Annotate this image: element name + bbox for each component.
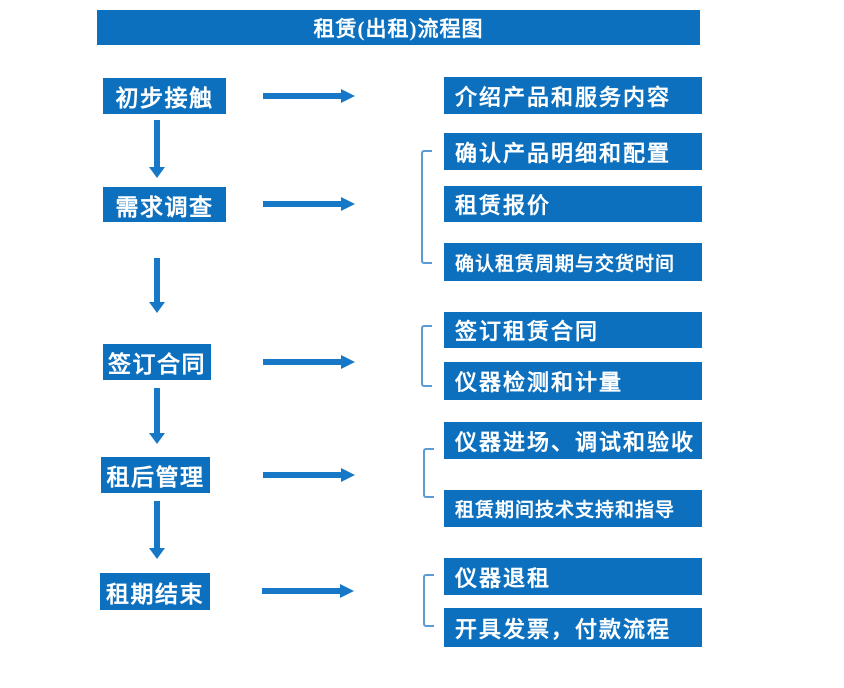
step-box-lease-end: 租期结束 — [100, 573, 210, 610]
arrow-down-4 — [149, 501, 165, 559]
diagram-title: 租赁(出租)流程图 — [97, 10, 700, 45]
step-box-post-rental-management: 租后管理 — [101, 457, 210, 493]
arrow-right-post-rental — [263, 468, 355, 482]
arrow-shaft — [154, 258, 160, 302]
arrow-head-icon — [341, 468, 355, 482]
bracket-demand-survey-group — [421, 150, 432, 264]
arrow-shaft — [263, 472, 341, 478]
arrow-down-3 — [149, 388, 165, 444]
detail-box-introduce-products: 介绍产品和服务内容 — [444, 77, 702, 114]
detail-box-rental-tech-support: 租赁期间技术支持和指导 — [444, 490, 702, 527]
arrow-head-icon — [149, 302, 165, 313]
arrow-right-lease-end — [262, 584, 354, 598]
bracket-lease-end-group — [423, 574, 434, 627]
arrow-shaft — [262, 588, 340, 594]
detail-box-confirm-period-delivery: 确认租赁周期与交货时间 — [444, 243, 702, 281]
detail-box-sign-rental-contract: 签订租赁合同 — [444, 312, 702, 348]
arrow-head-icon — [341, 89, 355, 103]
step-box-demand-survey: 需求调查 — [103, 187, 226, 222]
bracket-sign-contract-group — [421, 325, 432, 387]
arrow-right-demand-survey — [263, 197, 355, 211]
arrow-down-1 — [149, 120, 165, 178]
detail-box-instrument-return: 仪器退租 — [444, 558, 702, 595]
arrow-shaft — [263, 93, 341, 99]
arrow-head-icon — [341, 197, 355, 211]
step-box-initial-contact: 初步接触 — [103, 78, 226, 114]
detail-box-rental-quote: 租赁报价 — [444, 186, 702, 222]
detail-box-confirm-product-config: 确认产品明细和配置 — [444, 133, 702, 170]
bracket-post-rental-group — [423, 448, 434, 498]
arrow-shaft — [154, 501, 160, 548]
step-box-sign-contract: 签订合同 — [103, 344, 211, 380]
arrow-head-icon — [149, 548, 165, 559]
arrow-head-icon — [149, 433, 165, 444]
arrow-head-icon — [341, 355, 355, 369]
arrow-head-icon — [149, 167, 165, 178]
arrow-shaft — [263, 201, 341, 207]
arrow-down-2 — [149, 258, 165, 313]
detail-box-invoice-payment: 开具发票，付款流程 — [444, 608, 702, 647]
arrow-shaft — [154, 388, 160, 433]
detail-box-instrument-testing: 仪器检测和计量 — [444, 362, 702, 400]
arrow-head-icon — [340, 584, 354, 598]
arrow-shaft — [263, 359, 341, 365]
arrow-shaft — [154, 120, 160, 167]
detail-box-instrument-arrival-acceptance: 仪器进场、调试和验收 — [444, 422, 702, 459]
arrow-right-initial-contact — [263, 89, 355, 103]
arrow-right-sign-contract — [263, 355, 355, 369]
